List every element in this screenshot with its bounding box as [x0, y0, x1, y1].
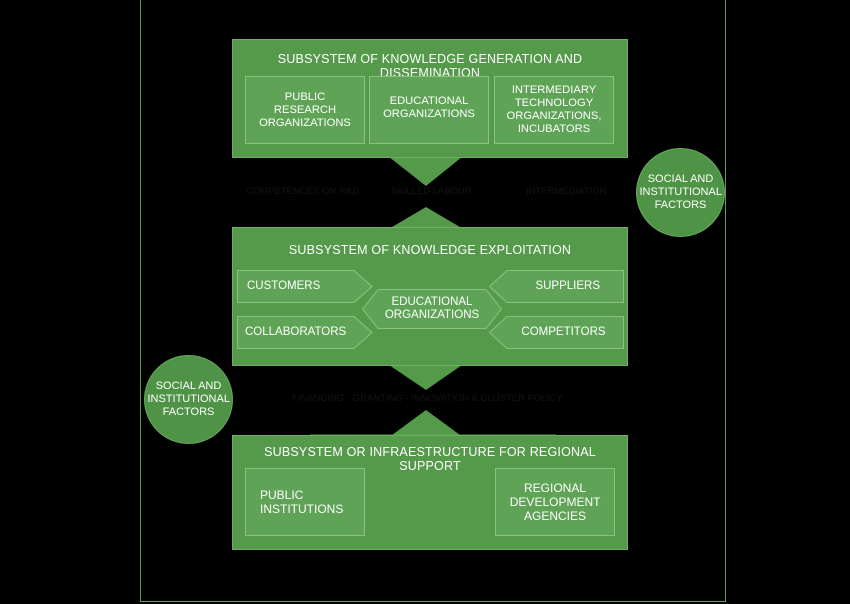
public-institutions-box: PUBLIC INSTITUTIONS: [245, 468, 365, 536]
educational-organizations-center-label: EDUCATIONAL ORGANIZATIONS: [384, 296, 480, 321]
social-institutional-factors-right-label: SOCIAL AND INSTITUTIONAL FACTORS: [639, 173, 722, 211]
generation-subsystem-panel: SUBSYSTEM OF KNOWLEDGE GENERATION AND DI…: [232, 39, 628, 158]
collaborators-label: COLLABORATORS: [245, 326, 347, 338]
arrow-up-into-support: [392, 410, 460, 435]
collaborators-shape: COLLABORATORS: [237, 316, 373, 349]
support-subsystem-title: SUBSYSTEM OR INFRAESTRUCTURE FOR REGIONA…: [264, 445, 596, 473]
flow-skilled-labour: SKILLED LABOUR: [391, 186, 472, 197]
arrow-up-into-exploitation: [392, 207, 460, 227]
competitors-label: COMPETITORS: [521, 326, 606, 338]
arrow-down-from-exploitation: [389, 365, 462, 390]
suppliers-shape: SUPPLIERS: [489, 270, 624, 303]
intermediary-organizations-box: INTERMEDIARY TECHNOLOGY ORGANIZATIONS, I…: [494, 76, 614, 144]
educational-organizations-label: EDUCATIONAL ORGANIZATIONS: [383, 95, 475, 120]
exploitation-subsystem-panel: SUBSYSTEM OF KNOWLEDGE EXPLOITATION CUST…: [232, 227, 628, 366]
customers-shape: CUSTOMERS: [237, 270, 373, 303]
customers-label: CUSTOMERS: [247, 280, 321, 292]
flow-financing-policy: FINANCING - GRANTING - INNOVATION & CLUS…: [292, 393, 563, 404]
educational-organizations-center-shape: EDUCATIONAL ORGANIZATIONS: [362, 289, 502, 329]
diagram-frame: [140, 0, 726, 602]
social-institutional-factors-right-circle: SOCIAL AND INSTITUTIONAL FACTORS: [636, 148, 725, 237]
educational-organizations-box: EDUCATIONAL ORGANIZATIONS: [369, 76, 489, 144]
regional-development-agencies-box: REGIONAL DEVELOPMENT AGENCIES: [495, 468, 615, 536]
flow-competences-rd: COMPETENCES ON R&D: [246, 186, 359, 197]
social-institutional-factors-left-label: SOCIAL AND INSTITUTIONAL FACTORS: [147, 380, 230, 418]
social-institutional-factors-left-circle: SOCIAL AND INSTITUTIONAL FACTORS: [144, 355, 233, 444]
suppliers-label: SUPPLIERS: [535, 280, 600, 292]
regional-development-agencies-label: REGIONAL DEVELOPMENT AGENCIES: [509, 481, 601, 523]
exploitation-subsystem-title: SUBSYSTEM OF KNOWLEDGE EXPLOITATION: [288, 243, 572, 257]
intermediary-organizations-label: INTERMEDIARY TECHNOLOGY ORGANIZATIONS, I…: [506, 84, 602, 135]
public-research-organizations-label: PUBLIC RESEARCH ORGANIZATIONS: [259, 90, 351, 129]
public-research-organizations-box: PUBLIC RESEARCH ORGANIZATIONS: [245, 76, 365, 144]
public-institutions-label: PUBLIC INSTITUTIONS: [260, 488, 344, 516]
support-subsystem-panel: SUBSYSTEM OR INFRAESTRUCTURE FOR REGIONA…: [232, 435, 628, 550]
competitors-shape: COMPETITORS: [489, 316, 624, 349]
arrow-down-from-generation: [389, 157, 462, 186]
flow-intermediation: INTERMEDIATION: [526, 186, 607, 197]
